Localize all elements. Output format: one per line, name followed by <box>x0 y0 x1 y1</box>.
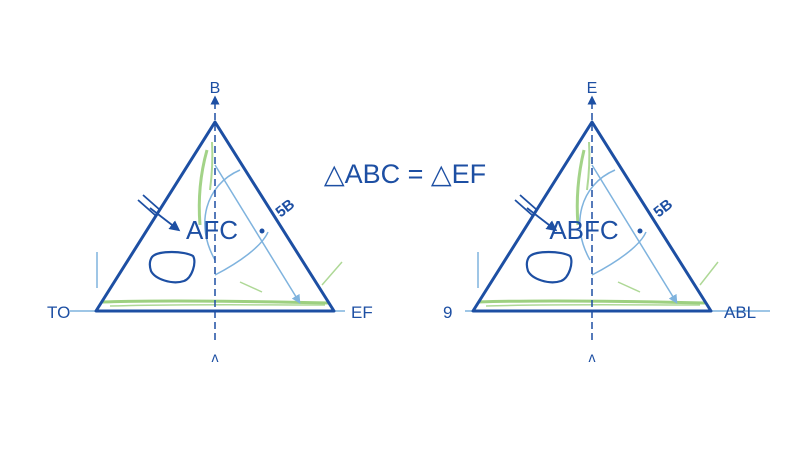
right-blob-shape <box>525 250 573 284</box>
right-tick-mark-1 <box>514 199 533 216</box>
right-light-arrow-line <box>591 164 678 304</box>
right-tick-mark-2 <box>519 194 538 211</box>
left-light-arc <box>204 169 241 261</box>
left-tick-mark-1 <box>137 199 156 216</box>
right-right-label: ABL <box>724 303 756 322</box>
left-blob-shape <box>148 250 196 284</box>
right-center-label: ABFC <box>549 215 618 245</box>
left-pointer-arrow <box>149 207 181 232</box>
left-side-point <box>259 228 265 234</box>
right-pointer-arrow <box>526 207 558 232</box>
left-green-angle-arc <box>197 149 209 226</box>
left-green-base-stroke <box>101 299 331 305</box>
left-bottom-label: ʌ <box>212 349 219 365</box>
right-green-angle-arc <box>575 149 586 226</box>
left-left-label: TO <box>47 303 70 322</box>
right-light-arc <box>579 169 616 261</box>
left-top-label: B <box>210 80 221 97</box>
right-left-label: 9 <box>443 303 452 322</box>
left-light-arrow-line <box>214 164 301 304</box>
right-bottom-label: ʌ <box>589 349 596 365</box>
left-right-label: EF <box>351 303 373 322</box>
right-side-point <box>637 228 643 234</box>
left-figure: B ʌ TO EF 5B AFC <box>47 80 373 365</box>
left-center-label: AFC <box>186 215 238 245</box>
right-figure: E ʌ 9 ABL 5B ABFC <box>443 80 770 365</box>
right-triangle <box>471 120 713 313</box>
congruence-equation: △ABC = △EF <box>324 159 486 189</box>
right-side-label: 5B <box>650 196 676 221</box>
left-tick-mark-2 <box>142 194 161 211</box>
right-top-label: E <box>587 80 598 97</box>
left-triangle <box>94 120 336 313</box>
